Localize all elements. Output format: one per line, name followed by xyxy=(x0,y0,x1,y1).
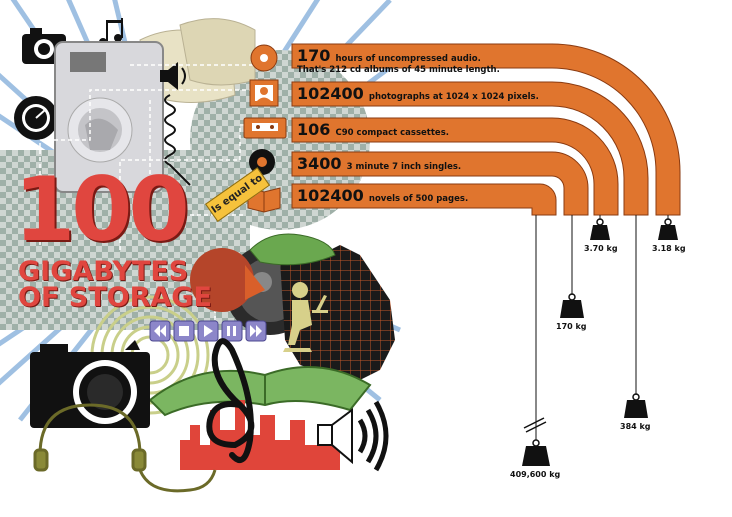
band-row-3 xyxy=(291,117,619,216)
cd-icon xyxy=(250,44,278,72)
cassette-icon xyxy=(243,117,287,139)
weight-label: 170 kg xyxy=(556,322,587,331)
weight-icon-2 xyxy=(624,393,648,418)
weight-label: 3.70 kg xyxy=(584,244,618,253)
row-number: 170 xyxy=(297,46,331,65)
row-3: 3400 3 minute 7 inch singles. xyxy=(297,153,461,175)
weight-icon-4 xyxy=(522,439,550,466)
headline-number: 100 xyxy=(14,158,190,261)
headline-line2: OF STORAGE xyxy=(18,282,212,313)
sound-wave-skyline xyxy=(180,400,340,470)
speaker-small-icon xyxy=(160,62,186,90)
row-number: 3400 xyxy=(297,154,342,173)
row-description: photographs at 1024 x 1024 pixels. xyxy=(368,92,539,102)
row-description-line2: That's 212 cd albums of 45 minute length… xyxy=(297,65,500,75)
coil-cable xyxy=(164,94,191,186)
headphones-icon xyxy=(33,403,217,493)
row-description: novels of 500 pages. xyxy=(368,194,469,204)
row-2: 106 C90 compact cassettes. xyxy=(297,119,449,141)
weight-label: 3.18 kg xyxy=(652,244,686,253)
row-0: 170 hours of uncompressed audio. That's … xyxy=(297,45,500,75)
weights xyxy=(522,218,678,466)
row-description: C90 compact cassettes. xyxy=(335,128,449,138)
person-laptop-icon xyxy=(283,282,328,352)
weight-icon-3 xyxy=(560,293,584,318)
row-description: hours of uncompressed audio. xyxy=(335,54,481,64)
weight-label: 409,600 kg xyxy=(510,470,561,479)
band-row-4 xyxy=(291,151,589,216)
camera-bottom-icon xyxy=(30,340,150,428)
dial-knob-icon xyxy=(14,96,58,140)
weight-label: 384 kg xyxy=(620,422,651,431)
grid-building xyxy=(280,245,395,380)
row-number: 106 xyxy=(297,120,331,139)
weight-icon-1 xyxy=(590,218,610,240)
orange-bands xyxy=(291,43,681,216)
row-4: 102400 novels of 500 pages. xyxy=(297,185,468,207)
row-1: 102400 photographs at 1024 x 1024 pixels… xyxy=(297,83,539,105)
band-row-2 xyxy=(291,81,649,216)
speaker-large-icon xyxy=(317,400,389,472)
row-number: 102400 xyxy=(297,186,364,205)
band-row-5 xyxy=(291,183,557,216)
headline-line1: GIGABYTES xyxy=(18,256,189,287)
hard-drive-icon xyxy=(54,41,164,193)
row-description: 3 minute 7 inch singles. xyxy=(346,162,462,172)
hanging-strings xyxy=(523,215,669,440)
weight-icon-0 xyxy=(658,218,678,240)
green-leaf xyxy=(249,233,336,266)
photo-icon xyxy=(249,79,279,107)
media-controls xyxy=(149,320,267,342)
band-row-1 xyxy=(291,43,681,216)
treble-clef-icon xyxy=(206,338,255,463)
row-number: 102400 xyxy=(297,84,364,103)
